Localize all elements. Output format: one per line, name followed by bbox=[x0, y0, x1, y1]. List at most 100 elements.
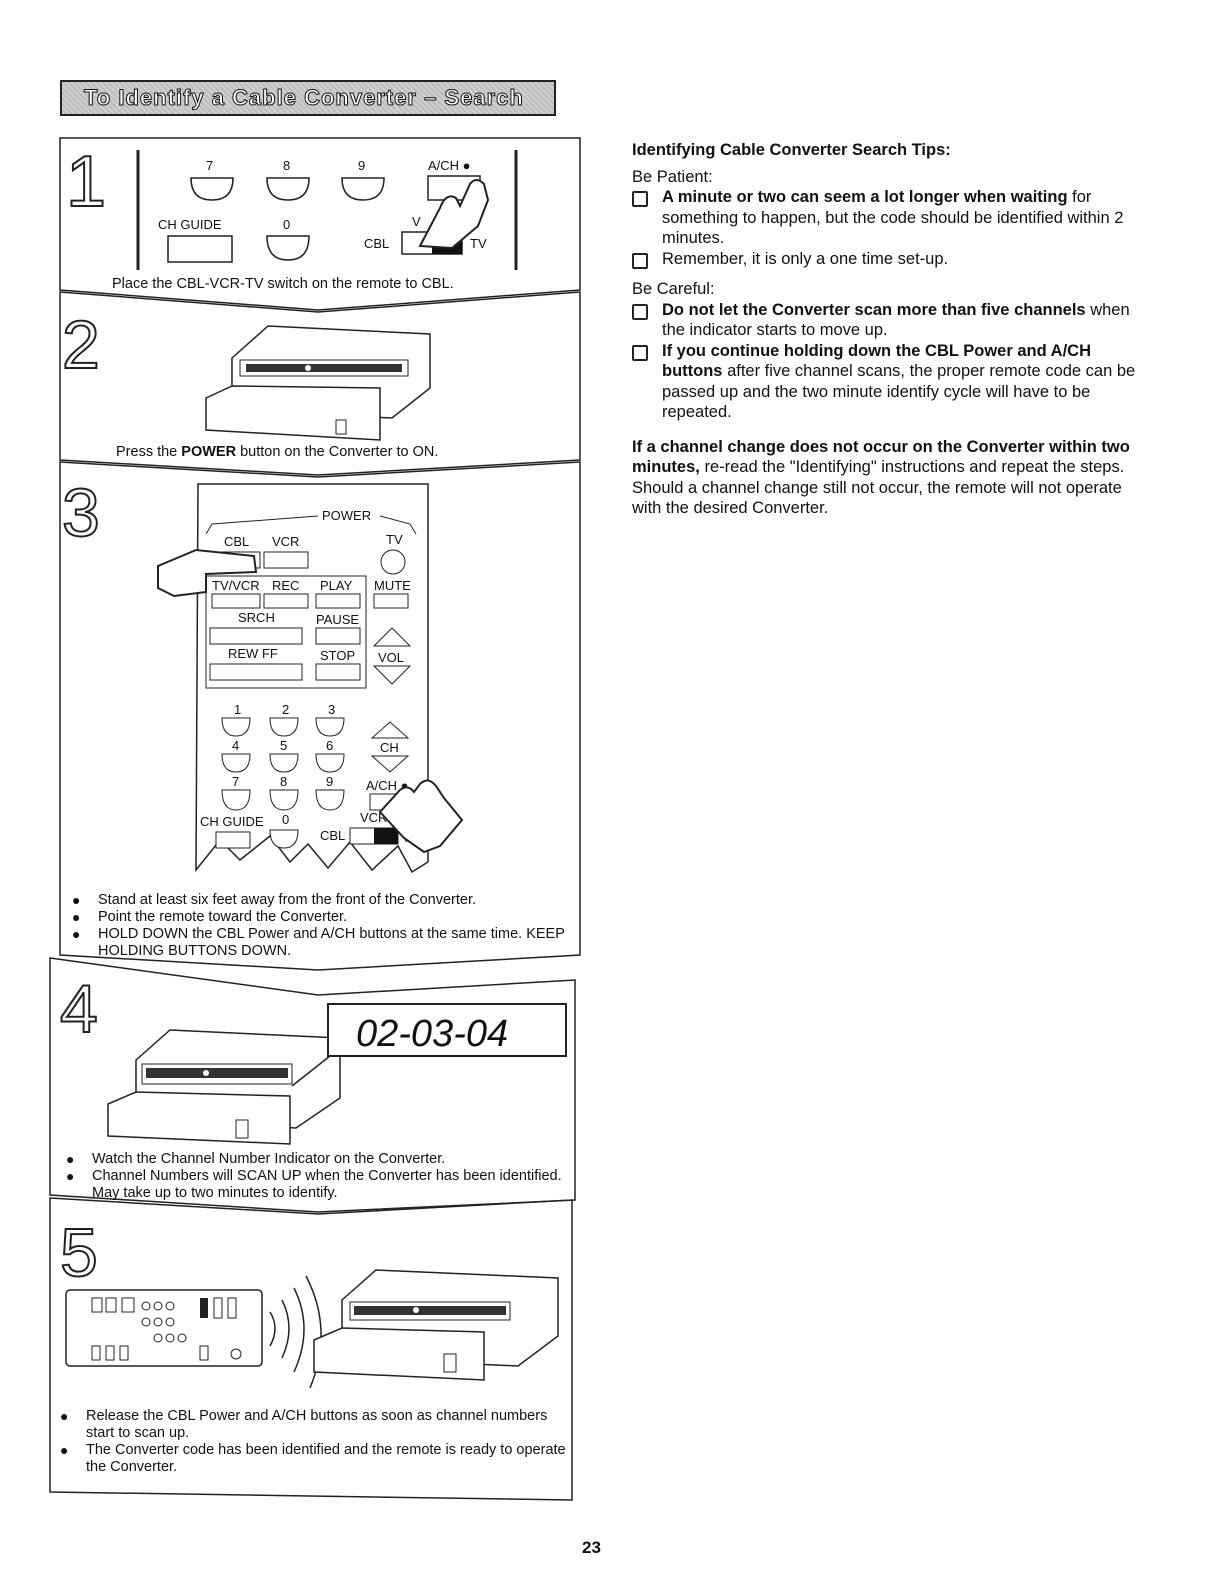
step4-display-box bbox=[327, 1003, 567, 1057]
step2-converter bbox=[205, 325, 431, 441]
step4-bullets: ●Watch the Channel Number Indicator on t… bbox=[66, 1151, 568, 1202]
step4-display: 02-03-04 bbox=[356, 1013, 508, 1055]
step3-vol-up-icon bbox=[372, 627, 412, 647]
step1-chguide-button bbox=[167, 235, 233, 263]
step3-ach-label: A/CH ● bbox=[366, 778, 409, 793]
step3-stop-button bbox=[315, 663, 361, 681]
step2-caption-bold: POWER bbox=[181, 444, 237, 460]
step5-number: 5 bbox=[60, 1215, 98, 1291]
step1-key-label: 7 bbox=[206, 158, 213, 173]
section-title: To Identify a Cable Converter – Search bbox=[84, 85, 524, 111]
step4-bullet: ●Watch the Channel Number Indicator on t… bbox=[66, 1151, 446, 1167]
step3-bullets: ●Stand at least six feet away from the f… bbox=[72, 892, 568, 960]
step3-num-label: 9 bbox=[326, 774, 333, 789]
checkbox-icon bbox=[632, 303, 648, 320]
step5-bullet: ●The Converter code has been identified … bbox=[60, 1442, 566, 1475]
step2-number: 2 bbox=[62, 307, 100, 383]
step1-key-label: 9 bbox=[358, 158, 365, 173]
step5-frame bbox=[49, 1197, 573, 1501]
step3-tvvcr-label: TV/VCR bbox=[212, 578, 260, 593]
step3-play-label: PLAY bbox=[320, 578, 353, 593]
step3-srch-button bbox=[209, 627, 303, 645]
step3-bullet: ●HOLD DOWN the CBL Power and A/CH button… bbox=[72, 926, 565, 959]
checkbox-icon bbox=[632, 344, 648, 361]
step3-rec-button bbox=[263, 593, 309, 609]
step1-cbl-label: CBL bbox=[364, 236, 389, 251]
step3-bullet: ●Stand at least six feet away from the f… bbox=[72, 892, 476, 908]
step5-bullets: ●Release the CBL Power and A/CH buttons … bbox=[60, 1408, 568, 1476]
step1-frame bbox=[59, 137, 581, 311]
step1-key-7 bbox=[190, 177, 234, 201]
tips-patient-label: Be Patient: bbox=[632, 167, 713, 186]
step1-caption: Place the CBL-VCR-TV switch on the remot… bbox=[112, 276, 454, 292]
step3-num-label: 7 bbox=[232, 774, 239, 789]
page-number: 23 bbox=[582, 1538, 601, 1557]
step5-bullet: ●Release the CBL Power and A/CH buttons … bbox=[60, 1408, 548, 1441]
step3-num-label: 5 bbox=[280, 738, 287, 753]
step3-rewff-button bbox=[209, 663, 303, 681]
step1-key-0 bbox=[266, 235, 310, 261]
step3-num-label: 8 bbox=[280, 774, 287, 789]
step3-hand-right-icon bbox=[378, 779, 464, 854]
section-header: To Identify a Cable Converter – Search bbox=[60, 80, 556, 116]
tips-careful-item: If you continue holding down the CBL Pow… bbox=[632, 341, 1144, 423]
step3-cbl2-label: CBL bbox=[320, 828, 345, 843]
tips-careful-item: Do not let the Converter scan more than … bbox=[632, 300, 1144, 341]
step3-rec-label: REC bbox=[272, 578, 299, 593]
step3-number: 3 bbox=[62, 475, 100, 551]
step2-caption-post: button on the Converter to ON. bbox=[236, 444, 439, 460]
step1-hand-icon bbox=[418, 179, 490, 250]
step5-remote-icon bbox=[65, 1289, 263, 1367]
step1-chguide-label: CH GUIDE bbox=[158, 217, 222, 232]
step3-ch-down-icon bbox=[370, 755, 410, 773]
step3-zero-label: 0 bbox=[282, 812, 289, 827]
step3-rewff-label: REW FF bbox=[228, 646, 278, 661]
step3-ch-label: CH bbox=[380, 740, 399, 755]
step3-power-label: POWER bbox=[322, 508, 371, 523]
step3-vol-label: VOL bbox=[378, 650, 404, 665]
step1-tv-label: TV bbox=[470, 236, 487, 251]
step3-pause-button bbox=[315, 627, 361, 645]
step2-caption-pre: Press the bbox=[116, 444, 182, 460]
tips-title: Identifying Cable Converter Search Tips: bbox=[632, 141, 951, 159]
step3-frame bbox=[59, 461, 581, 971]
step1-key-9 bbox=[341, 177, 385, 201]
step3-tvvcr-button bbox=[211, 593, 261, 609]
step4-converter bbox=[107, 1029, 341, 1145]
tips-patient-item: Remember, it is only a one time set-up. bbox=[632, 249, 1144, 270]
step3-stop-label: STOP bbox=[320, 648, 355, 663]
step3-num-label: 6 bbox=[326, 738, 333, 753]
step3-pause-label: PAUSE bbox=[316, 612, 359, 627]
step2-frame bbox=[59, 291, 581, 476]
step3-vcr-label: VCR bbox=[272, 534, 299, 549]
step4-bullet: ●Channel Numbers will SCAN UP when the C… bbox=[66, 1168, 562, 1201]
step3-play-button bbox=[315, 593, 361, 609]
step1-key-label: 8 bbox=[283, 158, 290, 173]
step3-bullet: ●Point the remote toward the Converter. bbox=[72, 909, 348, 925]
step1-number: 1 bbox=[66, 142, 106, 222]
step3-srch-label: SRCH bbox=[238, 610, 275, 625]
step4-frame bbox=[49, 957, 576, 1213]
step3-mute-label: MUTE bbox=[374, 578, 411, 593]
step3-num-label: 3 bbox=[328, 702, 335, 717]
step3-cbl-label: CBL bbox=[224, 534, 249, 549]
step1-ach-label: A/CH ● bbox=[428, 158, 471, 173]
tips-final: If a channel change does not occur on th… bbox=[632, 437, 1130, 518]
step1-zero-label: 0 bbox=[283, 217, 290, 232]
step3-hand-left-icon bbox=[157, 548, 258, 598]
step3-vcr-button bbox=[263, 551, 309, 569]
step3-num-label: 1 bbox=[234, 702, 241, 717]
step1-key-8 bbox=[266, 177, 310, 201]
step3-num-label: 2 bbox=[282, 702, 289, 717]
step3-mute-button bbox=[373, 593, 409, 609]
tips-column: Identifying Cable Converter Search Tips:… bbox=[632, 140, 1144, 519]
step3-vol-down-icon bbox=[372, 665, 412, 685]
step2-caption: Press the POWER button on the Converter … bbox=[116, 444, 556, 461]
step5-converter bbox=[313, 1269, 559, 1381]
step4-number: 4 bbox=[60, 971, 98, 1047]
tips-careful-label: Be Careful: bbox=[632, 280, 715, 298]
checkbox-icon bbox=[632, 191, 648, 207]
step3-num-label: 4 bbox=[232, 738, 239, 753]
step3-ch-up-icon bbox=[370, 721, 410, 739]
